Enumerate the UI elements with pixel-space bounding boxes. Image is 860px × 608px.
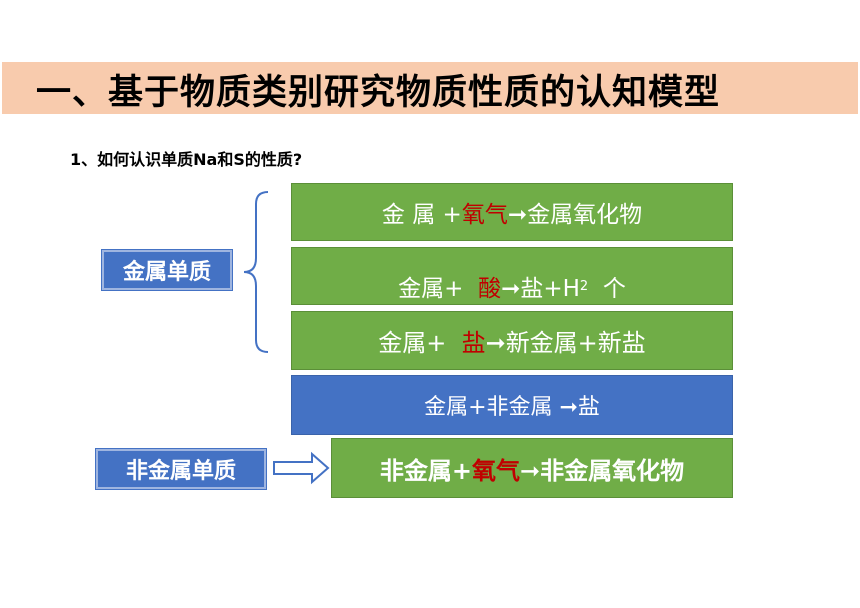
metal-element-text: 金属单质 (122, 260, 211, 285)
reaction-metal-oxygen: 金 属 +氧气➞金属氧化物 (291, 183, 733, 241)
page-title: 一、基于物质类别研究物质性质的认知模型 (36, 73, 721, 113)
nonmetal-element-text: 非金属单质 (125, 459, 236, 484)
product-text: ➞金属氧化物 (507, 202, 643, 228)
reactant-text: 金属+ (398, 276, 479, 302)
arrow-right-icon (273, 451, 330, 485)
highlight-reactant: 氧气 (472, 456, 520, 485)
reactant-text: 金 属 + (381, 202, 462, 228)
highlight-reactant: 盐 (461, 329, 486, 357)
highlight-reactant: 氧气 (461, 202, 508, 228)
product-text: ➞非金属氧化物 (520, 456, 685, 485)
title-bar (2, 62, 858, 114)
reactant-text: 金属+ (378, 329, 462, 357)
subscript-text: 2 (579, 278, 589, 294)
product-text: ➞盐+H (501, 276, 580, 302)
question-text: 1、如何认识单质Na和S的性质? (70, 150, 303, 169)
nonmetal-element-label: 非金属单质 (96, 449, 266, 489)
reaction-text: 金属+非金属 ➞盐 (424, 395, 600, 420)
reactant-text: 非金属+ (379, 456, 472, 485)
reaction-metal-salt: 金属+ 盐➞新金属+新盐 (291, 311, 733, 370)
metal-element-label: 金属单质 (102, 250, 232, 290)
reaction-nonmetal-oxygen: 非金属+氧气➞非金属氧化物 (331, 438, 733, 498)
brace-shape (243, 191, 269, 353)
reaction-metal-nonmetal: 金属+非金属 ➞盐 (291, 375, 733, 435)
gas-symbol-text: 个 (588, 276, 626, 302)
product-text: ➞新金属+新盐 (485, 329, 646, 357)
highlight-reactant: 酸 (478, 276, 502, 302)
